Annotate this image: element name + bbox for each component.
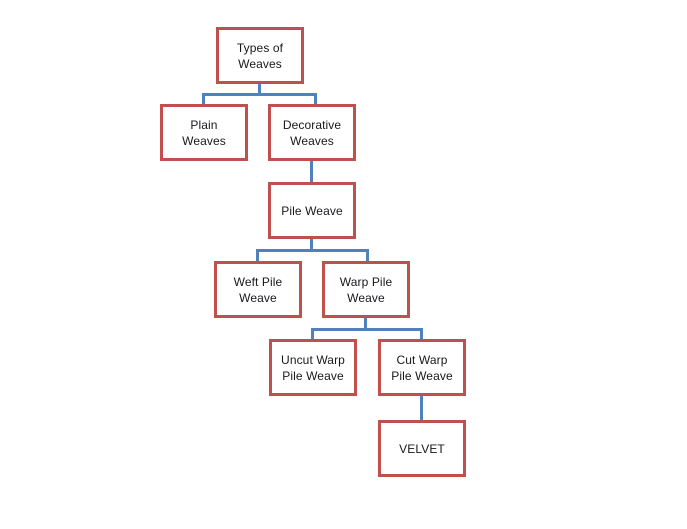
node-label-warp-pile-weave: Warp Pile Weave bbox=[339, 274, 393, 305]
connector-seg-warp-stub bbox=[364, 318, 367, 329]
node-velvet[interactable]: VELVET bbox=[378, 420, 466, 477]
connector-seg-warp-bar bbox=[311, 328, 423, 331]
node-label-plain-weaves: Plain Weaves bbox=[182, 117, 226, 148]
node-pile-weave[interactable]: Pile Weave bbox=[268, 182, 356, 239]
connector-seg-pile-bar bbox=[256, 249, 369, 252]
node-decorative-weaves[interactable]: Decorative Weaves bbox=[268, 104, 356, 161]
connector-seg-decorative-drop bbox=[314, 93, 317, 104]
node-cut-warp-pile-weave[interactable]: Cut Warp Pile Weave bbox=[378, 339, 466, 396]
connector-seg-uncut-drop bbox=[311, 328, 314, 339]
node-label-decorative-weaves: Decorative Weaves bbox=[282, 117, 342, 148]
node-label-weft-pile-weave: Weft Pile Weave bbox=[233, 274, 283, 305]
connector-seg-types-bar bbox=[202, 93, 317, 96]
connector-seg-cut-drop bbox=[420, 328, 423, 339]
node-types-of-weaves[interactable]: Types of Weaves bbox=[216, 27, 304, 84]
node-plain-weaves[interactable]: Plain Weaves bbox=[160, 104, 248, 161]
connector-seg-types-stub bbox=[258, 84, 261, 96]
node-warp-pile-weave[interactable]: Warp Pile Weave bbox=[322, 261, 410, 318]
node-uncut-warp-pile-weave[interactable]: Uncut Warp Pile Weave bbox=[269, 339, 357, 396]
node-label-pile-weave: Pile Weave bbox=[281, 203, 343, 218]
connector-seg-weft-drop bbox=[256, 249, 259, 261]
node-label-cut-warp-pile-weave: Cut Warp Pile Weave bbox=[391, 352, 453, 383]
connector-seg-decorative-to-pile bbox=[310, 161, 313, 182]
connector-seg-pile-stub bbox=[310, 239, 313, 250]
node-label-types-of-weaves: Types of Weaves bbox=[236, 40, 284, 71]
node-label-velvet: VELVET bbox=[399, 441, 445, 456]
connector-seg-cut-to-velvet bbox=[420, 396, 423, 420]
node-label-uncut-warp-pile-weave: Uncut Warp Pile Weave bbox=[281, 352, 345, 383]
connector-seg-warp-drop bbox=[366, 249, 369, 261]
connector-seg-plain-drop bbox=[202, 93, 205, 104]
node-weft-pile-weave[interactable]: Weft Pile Weave bbox=[214, 261, 302, 318]
